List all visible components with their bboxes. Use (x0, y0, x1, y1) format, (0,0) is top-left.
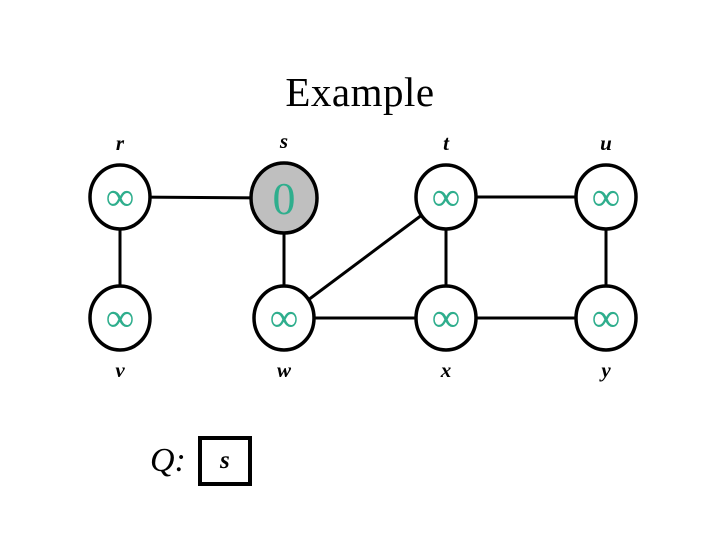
node-value-w: ∞ (270, 295, 299, 340)
node-label-r: r (116, 131, 125, 155)
node-circle-u (574, 163, 638, 231)
node-x: ∞x (414, 284, 478, 382)
node-circle-s (249, 161, 319, 235)
node-label-x: x (440, 358, 452, 382)
node-value-v: ∞ (106, 295, 135, 340)
node-w: ∞w (252, 284, 316, 382)
node-value-t: ∞ (432, 174, 461, 219)
queue-item-label: s (220, 447, 230, 474)
node-circle-y (574, 284, 638, 352)
queue-item-box: s (197, 436, 252, 486)
node-circle-x (414, 284, 478, 352)
node-t: ∞t (414, 131, 478, 231)
node-v: ∞v (88, 284, 152, 382)
node-label-v: v (115, 358, 125, 382)
node-value-y: ∞ (592, 295, 621, 340)
node-label-s: s (279, 129, 288, 153)
node-y: ∞y (574, 284, 638, 382)
node-circle-w (252, 284, 316, 352)
node-label-w: w (277, 358, 292, 382)
node-s: 0s (249, 129, 319, 235)
node-label-u: u (600, 131, 612, 155)
node-value-u: ∞ (592, 174, 621, 219)
node-circle-v (88, 284, 152, 352)
node-u: ∞u (574, 131, 638, 231)
node-circle-t (414, 163, 478, 231)
node-circle-r (88, 163, 152, 231)
node-value-r: ∞ (106, 174, 135, 219)
slide-title: Example (285, 69, 435, 115)
node-value-x: ∞ (432, 295, 461, 340)
node-label-y: y (598, 358, 611, 382)
edge-t-w (283, 195, 447, 320)
queue: Q: s (150, 435, 252, 487)
queue-items: s (197, 436, 252, 486)
queue-label: Q: (150, 442, 186, 479)
node-label-t: t (443, 131, 450, 155)
node-value-s: 0 (273, 173, 296, 224)
node-r: ∞r (88, 131, 152, 231)
